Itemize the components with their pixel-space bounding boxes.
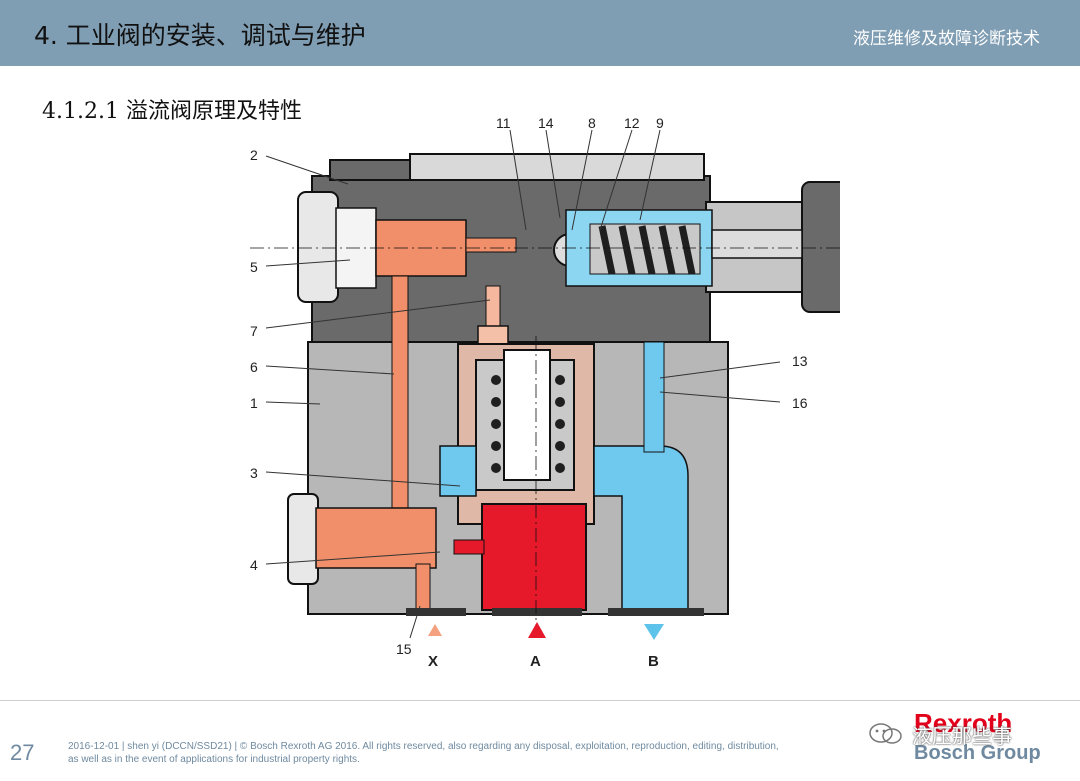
pilot-cap bbox=[329, 159, 411, 181]
copyright-line-1: 2016-12-01 | shen yi (DCCN/SSD21) | © Bo… bbox=[68, 741, 779, 752]
callout-14: 14 bbox=[538, 115, 554, 131]
copyright-line-2: as well as in the event of applications … bbox=[68, 754, 360, 765]
tank-passage-left bbox=[439, 445, 477, 497]
pressure-chamber bbox=[481, 503, 587, 611]
header-bar: 4. 工业阀的安装、调试与维护 液压维修及故障诊断技术 bbox=[0, 0, 1080, 66]
spool-core bbox=[503, 349, 551, 481]
copyright-notice: 2016-12-01 | shen yi (DCCN/SSD21) | © Bo… bbox=[68, 740, 878, 766]
rexroth-logo: Rexroth bbox=[914, 708, 1013, 738]
watermark-text: 液压那些事 bbox=[912, 724, 1012, 748]
pilot-pin bbox=[465, 237, 517, 253]
callout-11: 11 bbox=[496, 115, 511, 131]
bosch-group-text: Bosch Group bbox=[914, 742, 1041, 764]
leader-lines bbox=[265, 129, 781, 639]
x-port-channel bbox=[415, 563, 431, 615]
callout-8: 8 bbox=[588, 115, 596, 131]
footer-divider bbox=[0, 700, 1080, 701]
callout-12: 12 bbox=[624, 115, 640, 131]
adjust-screw bbox=[711, 229, 803, 259]
pilot-channel-left bbox=[391, 275, 409, 529]
relief-valve-diagram: 11 14 8 12 9 2 5 7 6 1 3 4 15 13 16 X A … bbox=[250, 115, 840, 670]
callout-2: 2 bbox=[250, 147, 258, 163]
callout-13: 13 bbox=[792, 353, 808, 369]
pilot-top-block bbox=[409, 153, 705, 181]
callout-16: 16 bbox=[792, 395, 808, 411]
port-x-label: X bbox=[428, 653, 438, 670]
callout-15: 15 bbox=[396, 641, 412, 657]
port-a-arrow bbox=[528, 622, 546, 638]
callout-3: 3 bbox=[250, 465, 258, 481]
callout-labels: 11 14 8 12 9 2 5 7 6 1 3 4 15 13 16 bbox=[250, 115, 808, 657]
callout-6: 6 bbox=[250, 359, 258, 375]
pilot-spring bbox=[598, 225, 696, 275]
flange-x bbox=[406, 608, 466, 616]
section-title: 4.1.2.1 溢流阀原理及特性 bbox=[42, 99, 302, 124]
main-spring bbox=[491, 375, 565, 473]
slide-subtitle: 液压维修及故障诊断技术 bbox=[853, 29, 1040, 49]
port-labels: X A B bbox=[428, 653, 659, 670]
callout-5: 5 bbox=[250, 259, 258, 275]
flange-a bbox=[492, 608, 582, 616]
port-b-label: B bbox=[648, 653, 659, 670]
wechat-icon bbox=[869, 723, 902, 744]
adjust-knob bbox=[801, 181, 840, 313]
slide-title: 4. 工业阀的安装、调试与维护 bbox=[34, 21, 366, 50]
callout-7: 7 bbox=[250, 323, 258, 339]
x-port-plug bbox=[315, 507, 437, 569]
callout-4: 4 bbox=[250, 557, 258, 573]
callout-1: 1 bbox=[250, 395, 258, 411]
drain-channel bbox=[643, 341, 665, 453]
flange-b bbox=[608, 608, 704, 616]
pilot-sensing-red bbox=[453, 539, 485, 555]
pilot-channel-center bbox=[485, 285, 501, 329]
port-x-arrow bbox=[428, 624, 442, 636]
port-b-arrow bbox=[644, 624, 664, 640]
orifice-block bbox=[477, 325, 509, 345]
left-plug bbox=[297, 191, 339, 303]
page-number: 27 bbox=[10, 740, 35, 765]
x-port-fitting bbox=[287, 493, 319, 585]
port-a-label: A bbox=[530, 653, 541, 670]
callout-9: 9 bbox=[656, 115, 664, 131]
